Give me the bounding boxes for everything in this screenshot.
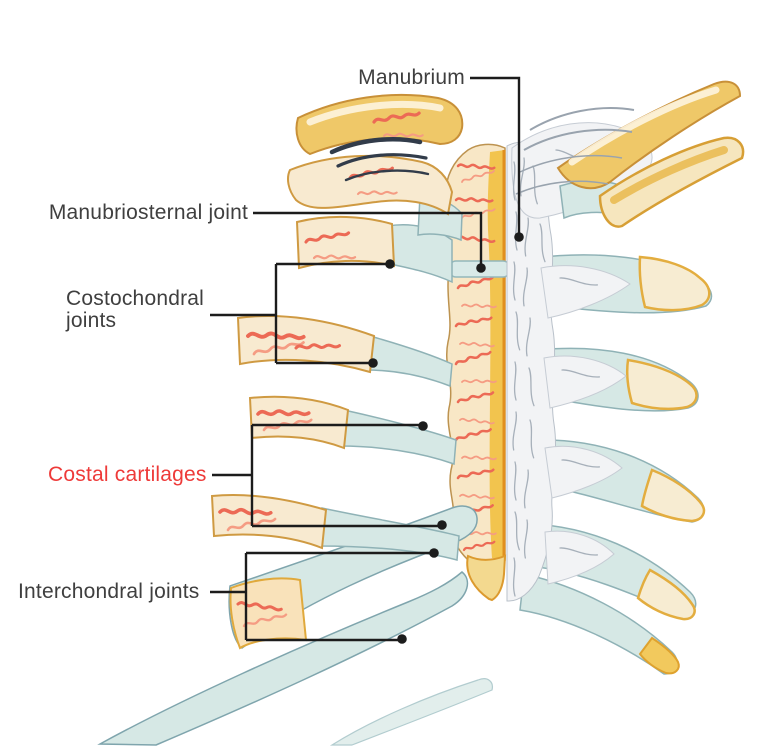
sternoclavicular-dark-streaks xyxy=(329,136,430,182)
leader-costochondral-joints xyxy=(210,262,390,365)
xiphoid-process xyxy=(466,554,507,602)
label-costochondral-line2: joints xyxy=(66,309,117,332)
leader-dots xyxy=(368,232,524,644)
leader-interchondral-joints xyxy=(210,551,434,642)
label-manubrium: Manubrium xyxy=(358,66,465,89)
left-clavicle-first-rib xyxy=(287,93,464,242)
label-manubriosternal-joint: Manubriosternal joint xyxy=(48,201,248,224)
leader-manubrium xyxy=(470,76,521,237)
right-clavicle-first-rib xyxy=(515,80,745,228)
leader-lines xyxy=(210,76,521,642)
left-ribs xyxy=(210,215,460,561)
leader-manubriosternal-joint xyxy=(253,211,483,268)
label-costochondral-joints: Costochondral joints xyxy=(66,288,226,332)
label-interchondral-joints: Interchondral joints xyxy=(18,580,200,603)
leader-costal-cartilages xyxy=(212,423,442,528)
sternum-fibrous-right-half xyxy=(506,122,653,602)
right-fibrous-streaks xyxy=(515,107,635,195)
label-costal-cartilages: Costal cartilages xyxy=(48,463,207,486)
label-costochondral-line1: Costochondral xyxy=(66,287,205,310)
